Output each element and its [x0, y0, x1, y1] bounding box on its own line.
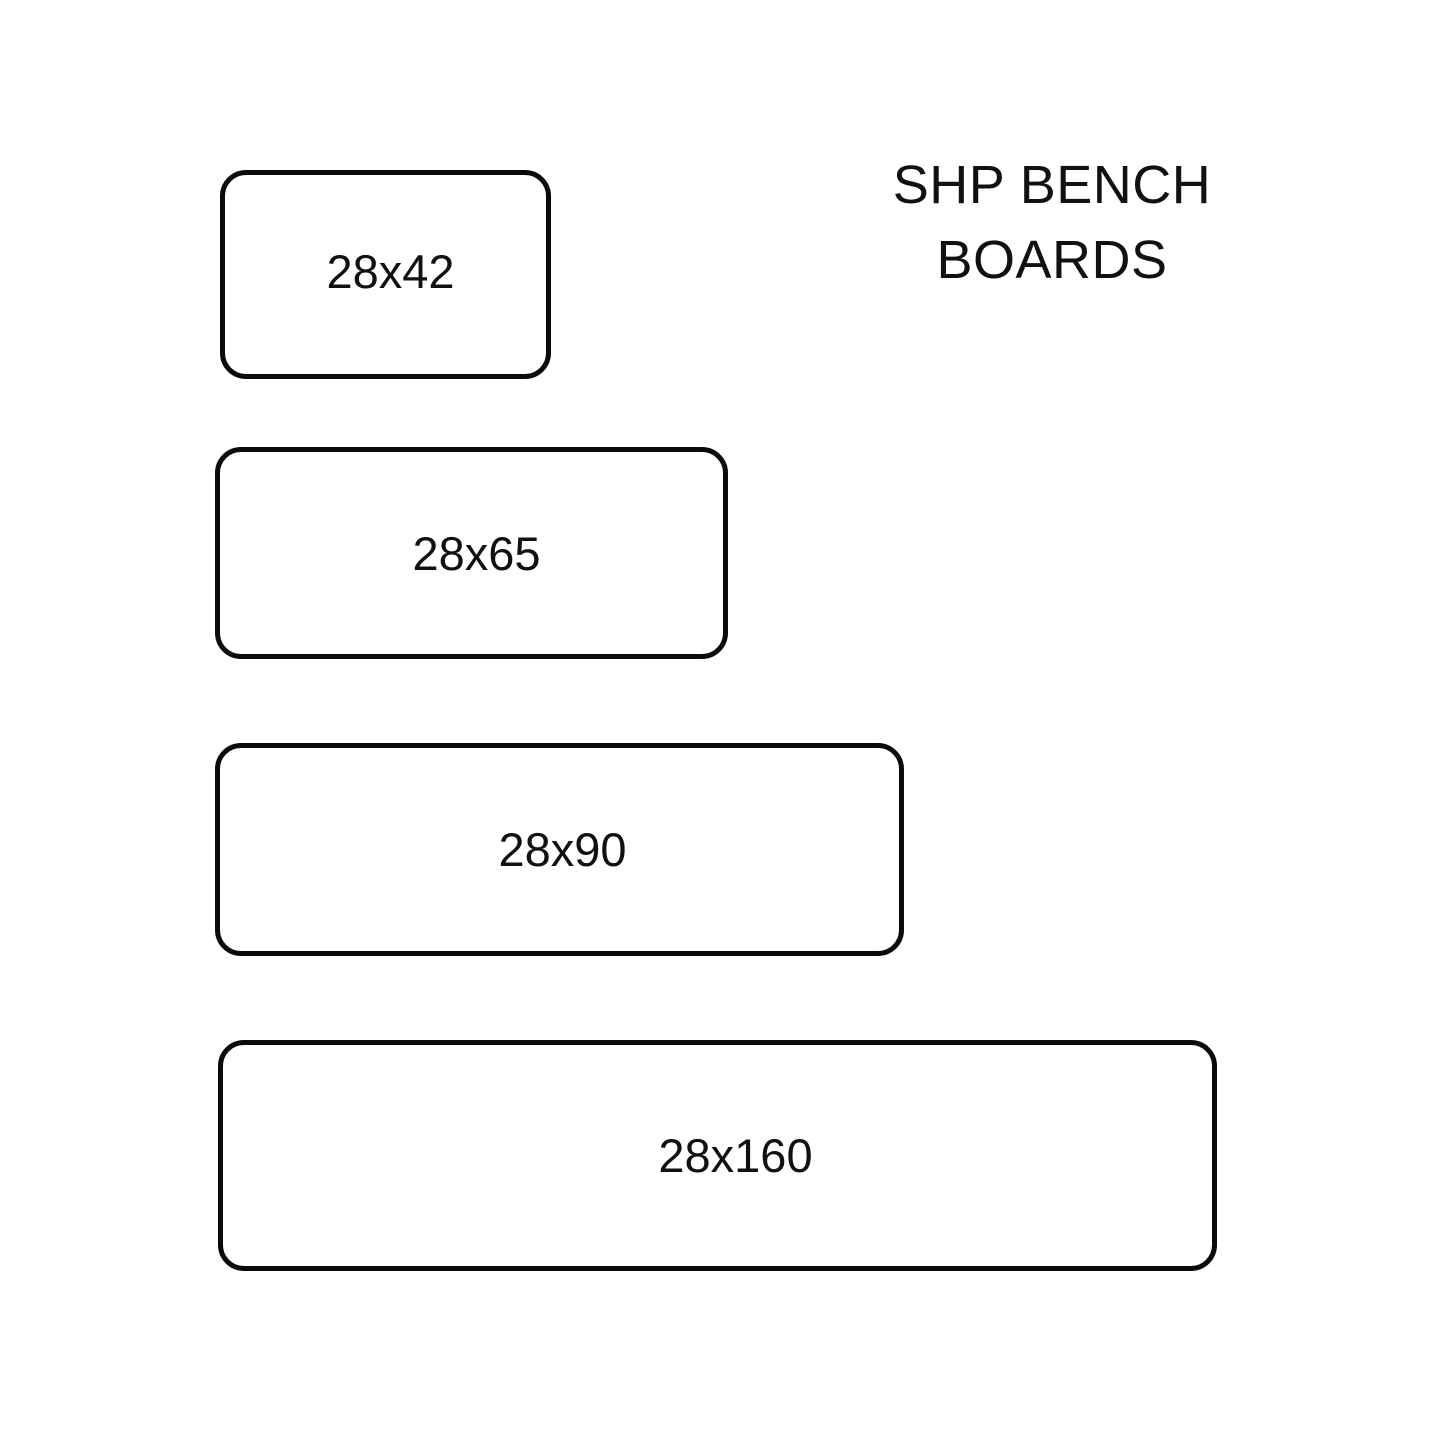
- board-shape-28x65[interactable]: 28x65: [215, 447, 728, 659]
- board-label: 28x65: [412, 526, 541, 580]
- page-title-line-2: BOARDS: [936, 230, 1168, 290]
- board-shape-28x160[interactable]: 28x160: [218, 1040, 1217, 1271]
- page-title-line-1: SHP BENCH: [892, 155, 1212, 215]
- page-title: SHP BENCH BOARDS: [852, 158, 1252, 287]
- board-label: 28x90: [498, 823, 627, 876]
- board-label: 28x42: [326, 245, 455, 298]
- board-shape-28x90[interactable]: 28x90: [215, 743, 904, 956]
- board-label: 28x160: [658, 1129, 813, 1182]
- board-shape-28x42[interactable]: 28x42: [220, 170, 551, 379]
